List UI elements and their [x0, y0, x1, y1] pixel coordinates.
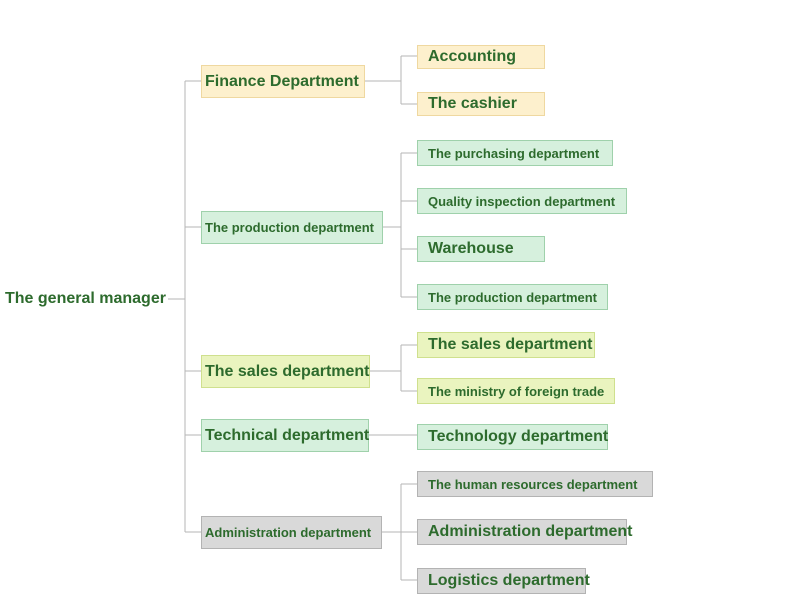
branch-sales: The sales department: [201, 355, 370, 388]
branch-technical-label: Technical department: [205, 426, 370, 444]
leaf-cashier: The cashier: [417, 92, 545, 116]
leaf-technology: Technology department: [417, 424, 608, 450]
branch-administration-label: Administration department: [205, 525, 372, 540]
branch-production: The production department: [201, 211, 383, 244]
leaf-logistics: Logistics department: [417, 568, 590, 594]
leaf-human-resources: The human resources department: [417, 471, 653, 497]
leaf-production-label: The production department: [428, 289, 597, 305]
leaf-administration-label: Administration department: [428, 523, 633, 540]
leaf-human-resources-label: The human resources department: [428, 476, 638, 492]
leaf-foreign-trade: The ministry of foreign trade: [417, 378, 615, 404]
leaf-production: The production department: [417, 284, 608, 310]
branch-technical: Technical department: [201, 419, 369, 452]
leaf-technology-label: Technology department: [428, 428, 609, 445]
leaf-logistics-label: Logistics department: [428, 572, 590, 589]
branch-sales-label: The sales department: [205, 362, 370, 380]
leaf-quality-inspection: Quality inspection department: [417, 188, 627, 214]
leaf-sales: The sales department: [417, 332, 595, 358]
leaf-warehouse: Warehouse: [417, 236, 545, 262]
leaf-cashier-label: The cashier: [428, 95, 517, 112]
branch-administration: Administration department: [201, 516, 382, 549]
leaf-accounting-label: Accounting: [428, 48, 516, 65]
leaf-accounting: Accounting: [417, 45, 545, 69]
leaf-quality-inspection-label: Quality inspection department: [428, 193, 616, 209]
leaf-purchasing-label: The purchasing department: [428, 145, 600, 161]
root-node: The general manager: [5, 287, 170, 311]
branch-finance: Finance Department: [201, 65, 365, 98]
leaf-warehouse-label: Warehouse: [428, 240, 514, 257]
root-label: The general manager: [5, 290, 166, 307]
leaf-administration: Administration department: [417, 519, 632, 545]
branch-production-label: The production department: [205, 220, 374, 235]
branch-finance-label: Finance Department: [205, 72, 359, 90]
leaf-foreign-trade-label: The ministry of foreign trade: [428, 383, 605, 399]
leaf-sales-label: The sales department: [428, 336, 593, 353]
leaf-purchasing: The purchasing department: [417, 140, 613, 166]
